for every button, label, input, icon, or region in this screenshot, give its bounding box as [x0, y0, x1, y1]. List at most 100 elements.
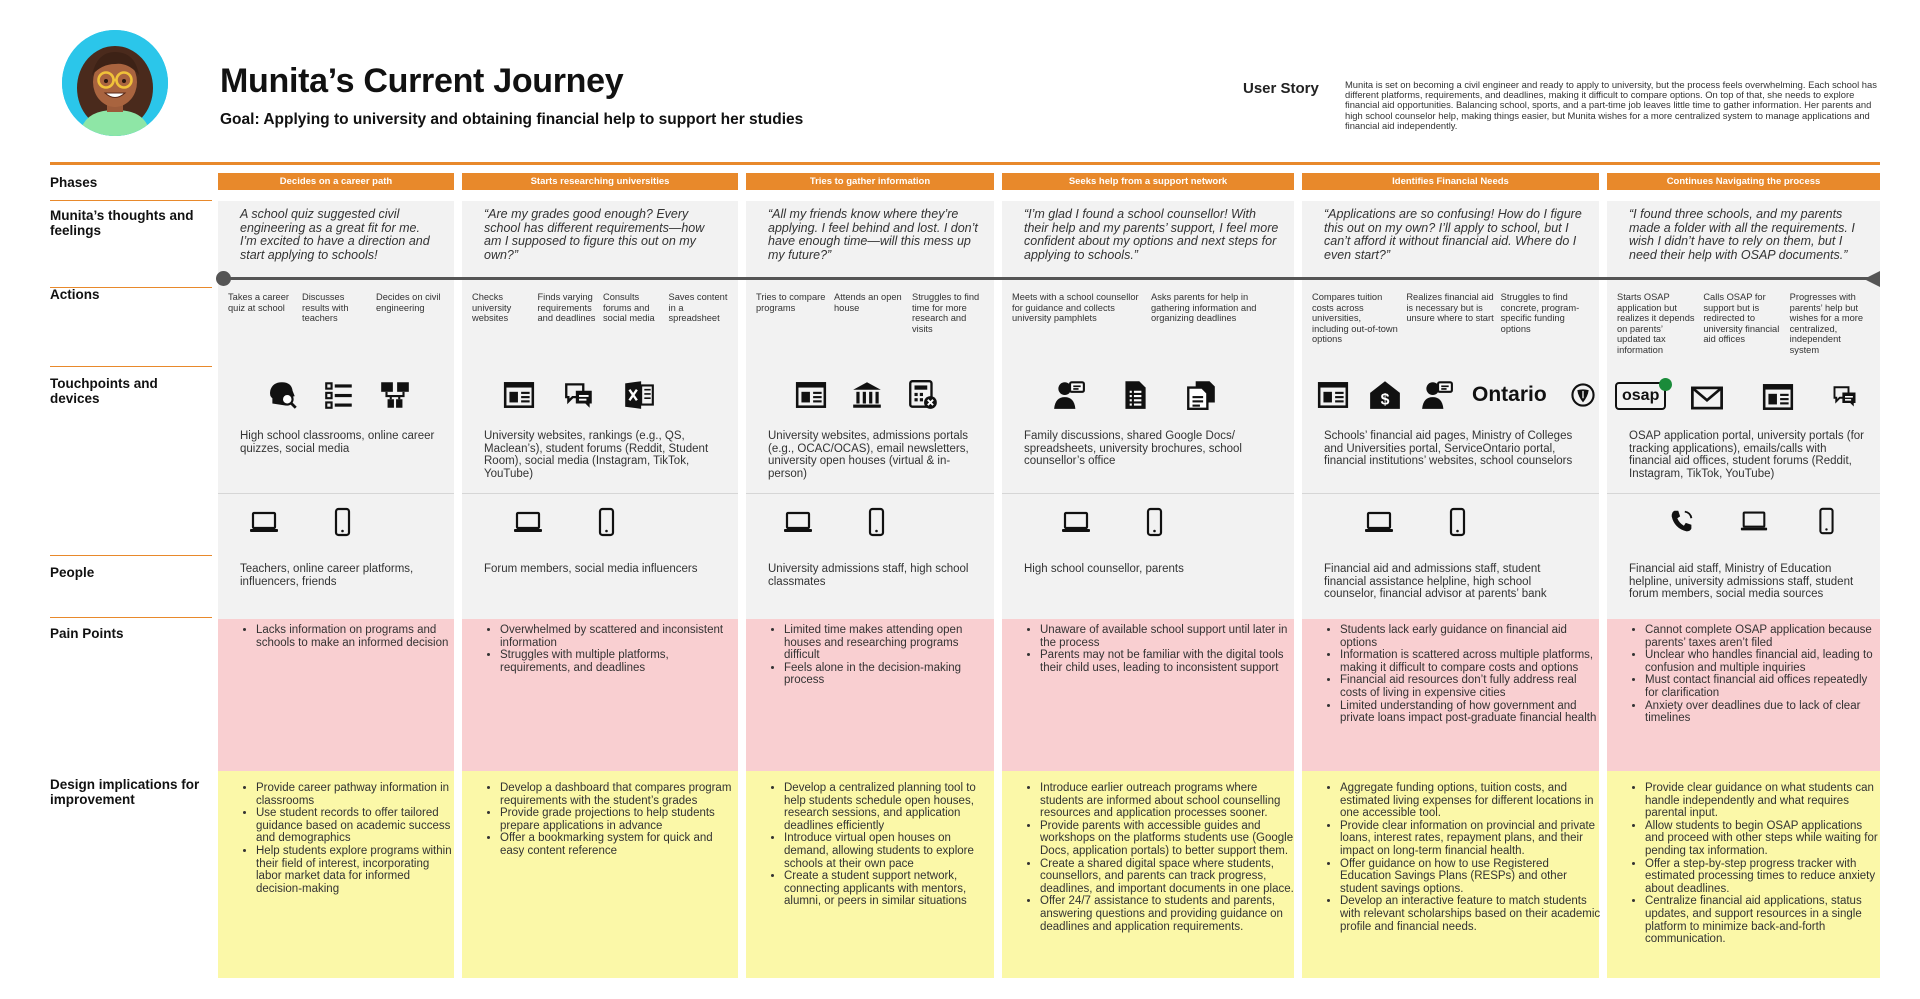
pain-item: Must contact financial aid offices repea… — [1645, 674, 1882, 699]
label-divider — [50, 200, 212, 201]
action-item: Attends an open house — [834, 292, 902, 313]
design-list: Provide clear guidance on what students … — [1629, 782, 1882, 946]
pain-list: Cannot complete OSAP application because… — [1629, 624, 1882, 725]
thoughts-actions-cell — [218, 201, 454, 367]
design-item: Use student records to offer tailored gu… — [256, 807, 456, 845]
pain-item: Unaware of available school support unti… — [1040, 624, 1296, 649]
design-cell — [1302, 771, 1599, 978]
pain-list: Unaware of available school support unti… — [1024, 624, 1296, 674]
pain-cell — [462, 619, 738, 771]
design-item: Develop an interactive feature to match … — [1340, 895, 1601, 933]
phone-call-icon — [1667, 506, 1697, 536]
people-text: University admissions staff, high school… — [768, 563, 969, 588]
thought-text: A school quiz suggested civil engineerin… — [240, 207, 430, 262]
website-icon — [794, 378, 828, 412]
pain-item: Financial aid resources don’t fully addr… — [1340, 674, 1601, 699]
thoughts-actions-cell — [1002, 201, 1294, 367]
row-label-actions: Actions — [50, 287, 100, 302]
osap-check-badge — [1659, 378, 1672, 391]
counsellor-icon — [1420, 378, 1454, 412]
design-item: Introduce virtual open houses on demand,… — [784, 832, 996, 870]
design-item: Offer guidance on how to use Registered … — [1340, 858, 1601, 896]
pain-item: Lacks information on programs and school… — [256, 624, 456, 649]
touchpoint-text: University websites, rankings (e.g., QS,… — [484, 430, 709, 480]
trillium-icon — [1570, 382, 1596, 408]
design-cell — [1607, 771, 1880, 978]
pain-item: Anxiety over deadlines due to lack of cl… — [1645, 700, 1882, 725]
thoughts-actions-cell — [462, 201, 738, 367]
design-cell — [1002, 771, 1294, 978]
touchpoint-text: University websites, admissions portals … — [768, 430, 969, 480]
people-text: Teachers, online career platforms, influ… — [240, 563, 414, 588]
action-item: Compares tuition costs across universiti… — [1312, 292, 1398, 345]
design-item: Provide parents with accessible guides a… — [1040, 820, 1296, 858]
pain-list: Limited time makes attending open houses… — [768, 624, 996, 687]
label-divider — [50, 555, 212, 556]
design-item: Develop a centralized planning tool to h… — [784, 782, 996, 832]
design-item: Introduce earlier outreach programs wher… — [1040, 782, 1296, 820]
pain-cell — [1002, 619, 1294, 771]
action-item: Starts OSAP application but realizes it … — [1617, 292, 1695, 355]
page-goal: Goal: Applying to university and obtaini… — [220, 111, 804, 128]
page-title: Munita’s Current Journey — [220, 62, 624, 100]
osap-logo: osap — [1615, 382, 1667, 410]
user-story-label: User Story — [1243, 80, 1319, 97]
action-item: Realizes financial aid is necessary but … — [1406, 292, 1494, 324]
thoughts-actions-cell — [746, 201, 994, 367]
action-item: Tries to compare programs — [756, 292, 826, 313]
design-cell — [746, 771, 994, 978]
design-item: Offer a step-by-step progress tracker wi… — [1645, 858, 1882, 896]
row-label-people: People — [50, 565, 95, 580]
design-list: Introduce earlier outreach programs wher… — [1024, 782, 1296, 933]
label-divider — [50, 366, 212, 367]
laptop-icon — [1060, 506, 1092, 538]
phase-header-3: Tries to gather information — [746, 173, 994, 190]
design-list: Develop a centralized planning tool to h… — [768, 782, 996, 908]
avatar — [62, 30, 168, 136]
thought-text: “All my friends know where they’re apply… — [768, 207, 978, 262]
phase-header-2: Starts researching universities — [462, 173, 738, 190]
bank-icon: $ — [1368, 378, 1402, 412]
design-cell — [462, 771, 738, 978]
phone-icon — [1441, 506, 1473, 538]
touchpoint-text: High school classrooms, online career qu… — [240, 430, 435, 455]
phone-icon — [1138, 506, 1170, 538]
pain-item: Feels alone in the decision-making proce… — [784, 662, 996, 687]
touchpoints-divider — [218, 493, 454, 494]
touchpoint-text: Schools’ financial aid pages, Ministry o… — [1324, 430, 1573, 467]
design-cell — [218, 771, 454, 978]
excel-icon — [622, 378, 656, 412]
pain-cell — [218, 619, 454, 771]
design-item: Create a student support network, connec… — [784, 870, 996, 908]
action-item: Decides on civil engineering — [376, 292, 441, 313]
row-label-design: Design implications for improvement — [50, 777, 200, 807]
pain-list: Lacks information on programs and school… — [240, 624, 456, 649]
thoughts-actions-cell — [1607, 201, 1880, 367]
people-text: Financial aid and admissions staff, stud… — [1324, 563, 1547, 600]
pain-list: Overwhelmed by scattered and inconsisten… — [484, 624, 740, 674]
phase-header-5: Identifies Financial Needs — [1302, 173, 1599, 190]
mail-icon — [1689, 380, 1725, 416]
design-item: Develop a dashboard that compares progra… — [500, 782, 740, 807]
phone-icon — [590, 506, 622, 538]
label-divider — [50, 617, 212, 618]
action-item: Asks parents for help in gathering infor… — [1151, 292, 1257, 324]
pain-item: Unclear who handles financial aid, leadi… — [1645, 649, 1882, 674]
pain-item: Overwhelmed by scattered and inconsisten… — [500, 624, 740, 649]
action-item: Struggles to find time for more research… — [912, 292, 980, 334]
action-item: Struggles to find concrete, program-spec… — [1500, 292, 1580, 334]
website-icon — [502, 378, 536, 412]
pain-item: Limited time makes attending open houses… — [784, 624, 996, 662]
touchpoints-divider — [1302, 493, 1599, 494]
pain-list: Students lack early guidance on financia… — [1324, 624, 1601, 725]
design-item: Create a shared digital space where stud… — [1040, 858, 1296, 896]
head-search-icon — [266, 378, 300, 412]
design-list: Develop a dashboard that compares progra… — [484, 782, 740, 858]
ontario-logo-text: Ontario — [1472, 383, 1547, 406]
laptop-icon — [1739, 506, 1769, 536]
chat-bubbles-icon — [562, 378, 596, 412]
action-item: Discusses results with teachers — [302, 292, 349, 324]
people-text: Financial aid staff, Ministry of Educati… — [1629, 563, 1854, 600]
timeline-end-arrow — [1864, 271, 1880, 287]
action-item: Meets with a school counsellor for guida… — [1012, 292, 1139, 324]
